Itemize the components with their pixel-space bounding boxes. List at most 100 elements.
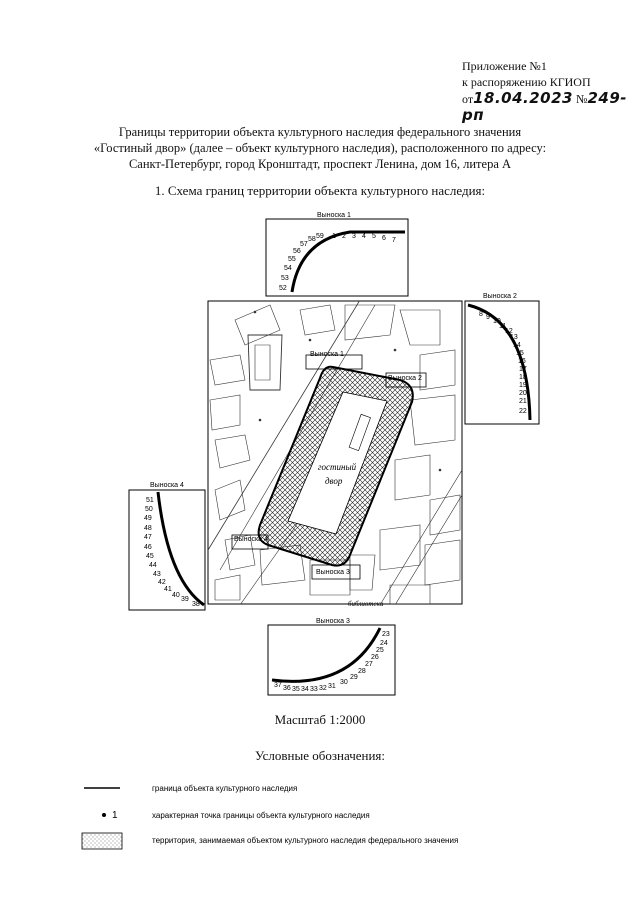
map-street-label: библиотеки xyxy=(348,600,384,608)
svg-text:29: 29 xyxy=(350,674,358,681)
svg-text:51: 51 xyxy=(146,497,154,504)
svg-text:36: 36 xyxy=(283,685,291,692)
svg-text:8: 8 xyxy=(479,311,483,318)
svg-text:22: 22 xyxy=(519,408,527,415)
svg-text:42: 42 xyxy=(158,579,166,586)
legend-text-point: характерная точка границы объекта культу… xyxy=(152,811,370,820)
svg-text:58: 58 xyxy=(308,236,316,243)
svg-text:34: 34 xyxy=(301,686,309,693)
svg-text:53: 53 xyxy=(281,275,289,282)
map-callout-label-2: Выноска 2 xyxy=(388,375,422,382)
svg-text:24: 24 xyxy=(380,640,388,647)
svg-text:32: 32 xyxy=(319,685,327,692)
svg-text:18: 18 xyxy=(519,374,527,381)
appendix-line1: Приложение №1 xyxy=(462,59,547,73)
svg-text:40: 40 xyxy=(172,592,180,599)
svg-text:39: 39 xyxy=(181,596,189,603)
svg-text:47: 47 xyxy=(144,534,152,541)
callout-4: Выноска 4 51 50 49 48 47 46 45 44 43 42 … xyxy=(128,482,206,611)
svg-text:17: 17 xyxy=(519,366,527,373)
svg-text:10: 10 xyxy=(493,318,501,325)
map-callout-box-4 xyxy=(231,534,269,550)
svg-text:30: 30 xyxy=(340,679,348,686)
svg-text:27: 27 xyxy=(365,661,373,668)
legend-territory-swatch xyxy=(81,832,123,850)
svg-text:59: 59 xyxy=(316,233,324,240)
svg-text:9: 9 xyxy=(486,314,490,321)
appendix-prefix: от xyxy=(462,92,474,106)
svg-text:38: 38 xyxy=(192,601,200,608)
svg-text:31: 31 xyxy=(328,683,336,690)
svg-text:16: 16 xyxy=(518,358,526,365)
appendix-date: 18.04.2023 xyxy=(473,89,573,107)
svg-text:45: 45 xyxy=(146,553,154,560)
svg-text:28: 28 xyxy=(358,668,366,675)
svg-text:21: 21 xyxy=(519,398,527,405)
svg-text:13: 13 xyxy=(510,334,518,341)
svg-text:14: 14 xyxy=(513,342,521,349)
svg-text:11: 11 xyxy=(499,323,506,330)
svg-text:25: 25 xyxy=(376,647,384,654)
svg-text:37: 37 xyxy=(274,682,282,689)
appendix-date-line: от18.04.2023 №249-рп xyxy=(462,90,640,124)
legend-text-boundary: граница объекта культурного наследия xyxy=(152,784,297,793)
svg-text:7: 7 xyxy=(392,237,396,244)
document-title: Границы территории объекта культурного н… xyxy=(60,124,580,172)
callout-1: Выноска 1 52 53 54 55 56 57 58 59 1 2 3 … xyxy=(265,212,409,297)
legend-point-marker xyxy=(102,813,106,817)
svg-text:3: 3 xyxy=(352,233,356,240)
svg-text:50: 50 xyxy=(145,506,153,513)
svg-text:35: 35 xyxy=(292,686,300,693)
map-building-name-2: двор xyxy=(325,476,343,486)
map-scale: Масштаб 1:2000 xyxy=(274,712,366,727)
appendix-block: Приложение №1 к распоряжению КГИОП от18.… xyxy=(462,58,640,124)
map-callout-box-3 xyxy=(311,564,361,580)
svg-text:48: 48 xyxy=(144,525,152,532)
svg-text:43: 43 xyxy=(153,571,161,578)
svg-text:56: 56 xyxy=(293,248,301,255)
map-building-name-1: гостиный xyxy=(318,462,357,472)
svg-text:12: 12 xyxy=(505,328,513,335)
callout-2-label: Выноска 2 xyxy=(483,293,517,300)
callout-3-label: Выноска 3 xyxy=(316,618,350,625)
map-callout-label-1: Выноска 1 xyxy=(310,351,344,358)
appendix-number: 249-рп xyxy=(462,89,627,124)
title-line1: Границы территории объекта культурного н… xyxy=(118,125,522,139)
callout-1-points: 52 53 54 55 56 57 58 59 1 2 3 4 5 6 7 xyxy=(279,233,396,292)
svg-text:55: 55 xyxy=(288,256,296,263)
appendix-number-prefix: № xyxy=(576,92,588,106)
title-line3: Санкт-Петербург, город Кронштадт, проспе… xyxy=(128,157,512,171)
svg-text:1: 1 xyxy=(332,233,336,240)
callout-2: Выноска 2 8 9 10 11 12 13 14 15 16 17 18… xyxy=(464,293,540,425)
appendix-line2: к распоряжению КГИОП xyxy=(462,75,591,89)
svg-text:54: 54 xyxy=(284,265,292,272)
svg-text:2: 2 xyxy=(342,233,346,240)
svg-text:5: 5 xyxy=(372,233,376,240)
map-callout-box-1 xyxy=(305,354,363,370)
svg-text:46: 46 xyxy=(144,544,152,551)
svg-text:6: 6 xyxy=(382,235,386,242)
legend-title: Условные обозначения: xyxy=(254,748,386,763)
callout-2-points: 8 9 10 11 12 13 14 15 16 17 18 19 20 21 … xyxy=(479,311,527,415)
svg-text:4: 4 xyxy=(362,233,366,240)
map-callout-label-3: Выноска 3 xyxy=(316,569,350,576)
svg-text:52: 52 xyxy=(279,285,287,292)
svg-text:23: 23 xyxy=(382,631,390,638)
svg-text:41: 41 xyxy=(164,586,172,593)
svg-text:26: 26 xyxy=(371,654,379,661)
svg-text:44: 44 xyxy=(149,562,157,569)
map-callout-box-2 xyxy=(385,372,427,388)
callout-3: Выноска 3 37 36 35 34 33 32 31 30 29 28 … xyxy=(267,618,396,696)
svg-text:33: 33 xyxy=(310,686,318,693)
callout-4-label: Выноска 4 xyxy=(150,482,184,489)
svg-text:15: 15 xyxy=(516,350,524,357)
svg-text:19: 19 xyxy=(519,382,527,389)
svg-text:49: 49 xyxy=(144,515,152,522)
callout-4-points: 51 50 49 48 47 46 45 44 43 42 41 40 39 3… xyxy=(144,497,200,608)
legend-point-label: 1 xyxy=(112,810,118,821)
callout-3-points: 37 36 35 34 33 32 31 30 29 28 27 26 25 2… xyxy=(274,631,390,693)
svg-text:20: 20 xyxy=(519,390,527,397)
callout-1-label: Выноска 1 xyxy=(317,212,351,219)
section-title: 1. Схема границ территории объекта культ… xyxy=(154,183,486,198)
